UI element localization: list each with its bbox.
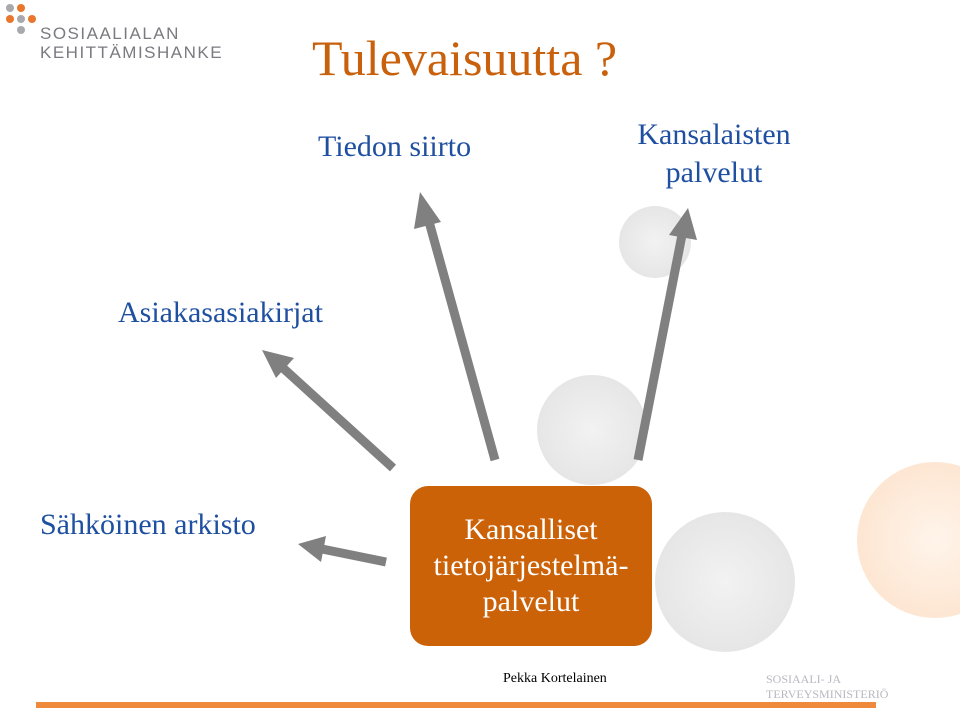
logo-mark <box>6 4 36 34</box>
footer-ministry: SOSIAALI- JA TERVEYSMINISTERIÖ <box>766 672 888 702</box>
label-kansalaisten-line-1: Kansalaisten <box>637 118 791 151</box>
center-box-kansalliset-palvelut: Kansalliset tietojärjestelmä- palvelut <box>410 486 652 646</box>
arrow-kansalaisten-palvelut <box>633 208 697 461</box>
label-sahkoinen-arkisto: Sähköinen arkisto <box>40 508 256 541</box>
arrow-tiedon-siirto <box>414 192 500 462</box>
footer-ministry-line-1: SOSIAALI- JA <box>766 672 841 686</box>
footer-presenter: Pekka Kortelainen <box>503 671 607 686</box>
label-kansalaisten-palvelut: Kansalaisten palvelut <box>604 116 824 192</box>
label-tiedon-siirto: Tiedon siirto <box>318 130 472 163</box>
decor-circle-middle <box>537 375 647 485</box>
decor-circle-lower <box>655 512 795 652</box>
logo-text: SOSIAALIALAN KEHITTÄMISHANKE <box>40 24 223 62</box>
footer-ministry-line-2: TERVEYSMINISTERIÖ <box>766 687 889 701</box>
center-line-3: palvelut <box>482 585 580 618</box>
logo-line-2: KEHITTÄMISHANKE <box>40 43 224 62</box>
arrow-asiakasasiakirjat <box>262 350 397 472</box>
decor-circle-orange <box>857 462 960 618</box>
arrow-sahkoinen-arkisto <box>298 536 387 567</box>
label-asiakasasiakirjat: Asiakasasiakirjat <box>118 296 323 329</box>
slide-title: Tulevaisuutta ? <box>312 30 618 86</box>
footer-bar <box>36 702 876 708</box>
center-line-1: Kansalliset <box>464 513 598 546</box>
center-line-2: tietojärjestelmä- <box>433 549 629 582</box>
logo-line-1: SOSIAALIALAN <box>40 24 180 43</box>
label-kansalaisten-line-2: palvelut <box>665 156 763 189</box>
